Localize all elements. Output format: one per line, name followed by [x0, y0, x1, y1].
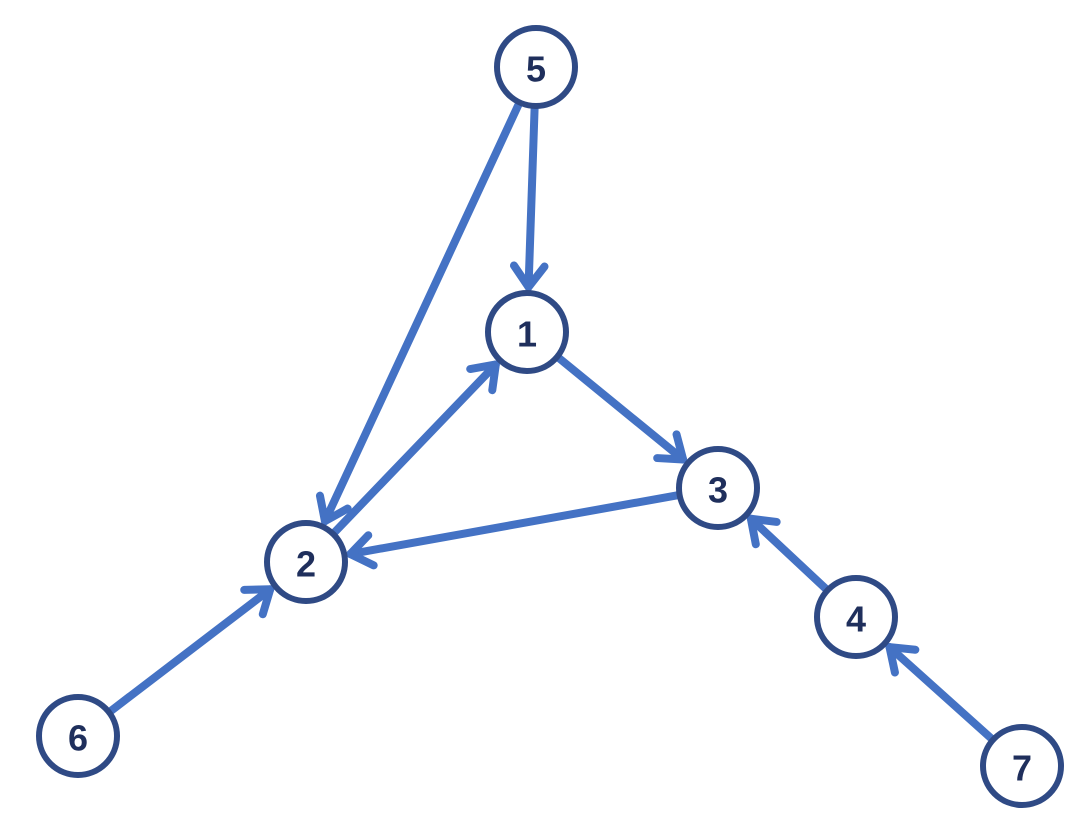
arrowhead-icon — [746, 514, 781, 549]
edge-line — [524, 104, 539, 292]
arrowhead-icon — [315, 491, 352, 526]
arrowhead-icon — [509, 261, 549, 292]
node-label: 1 — [517, 314, 537, 355]
node-circle — [676, 446, 760, 530]
arrowhead-icon — [346, 531, 378, 570]
edge-line — [107, 585, 275, 715]
edge-1-to-3 — [555, 354, 688, 464]
node-label: 7 — [1012, 748, 1032, 789]
edge-line — [885, 643, 995, 742]
node-circle — [494, 25, 578, 109]
edge-2-to-1 — [331, 360, 500, 536]
node-6: 6 — [36, 694, 120, 778]
node-2: 2 — [264, 520, 348, 604]
edge-3-to-2 — [346, 491, 681, 570]
edge-line — [555, 354, 688, 464]
edge-5-to-2 — [315, 101, 523, 526]
edge-6-to-2 — [107, 585, 275, 715]
node-circle — [814, 575, 898, 659]
arrowhead-icon — [240, 585, 275, 619]
node-label: 6 — [68, 718, 88, 759]
edge-5-to-1 — [509, 104, 549, 292]
arrowhead-icon — [885, 643, 920, 677]
edge-4-to-3 — [746, 514, 830, 593]
node-label: 2 — [296, 544, 316, 585]
node-circle — [980, 724, 1064, 808]
node-7: 7 — [980, 724, 1064, 808]
edge-7-to-4 — [885, 643, 995, 742]
node-label: 5 — [526, 49, 546, 90]
edge-line — [346, 491, 681, 559]
node-5: 5 — [494, 25, 578, 109]
node-circle — [264, 520, 348, 604]
arrowhead-icon — [466, 360, 500, 395]
edges-layer — [107, 101, 995, 742]
node-circle — [36, 694, 120, 778]
node-circle — [485, 290, 569, 374]
node-3: 3 — [676, 446, 760, 530]
edge-line — [746, 514, 830, 593]
nodes-layer: 5 1 3 2 4 6 7 — [36, 25, 1064, 808]
node-label: 4 — [846, 599, 866, 640]
edge-line — [331, 360, 500, 536]
node-1: 1 — [485, 290, 569, 374]
node-label: 3 — [708, 470, 728, 511]
edge-line — [320, 101, 523, 526]
node-4: 4 — [814, 575, 898, 659]
arrowhead-icon — [653, 430, 688, 464]
